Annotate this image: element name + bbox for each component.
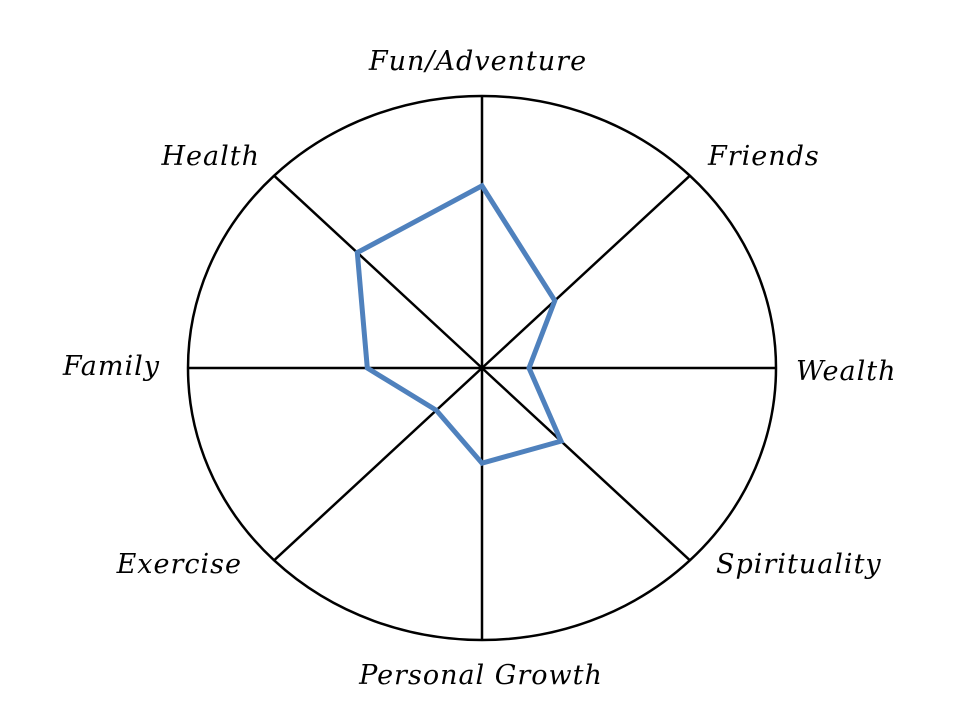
category-labels: Fun/AdventureFriendsWealthSpiritualityPe… <box>62 46 897 691</box>
label-health: Health <box>161 141 261 172</box>
label-exercise: Exercise <box>116 549 242 580</box>
label-personal-growth: Personal Growth <box>358 660 603 691</box>
radar-series-layer <box>354 182 565 467</box>
label-friends: Friends <box>707 141 820 172</box>
spoke-friends <box>481 174 691 369</box>
radar-grid <box>186 94 778 642</box>
spoke-spirituality <box>481 367 691 562</box>
spoke-exercise <box>273 367 483 562</box>
label-family: Family <box>62 351 160 382</box>
label-fun-adventure: Fun/Adventure <box>368 46 587 77</box>
spoke-health <box>273 174 483 369</box>
label-wealth: Wealth <box>796 356 897 387</box>
label-spirituality: Spirituality <box>716 549 882 580</box>
